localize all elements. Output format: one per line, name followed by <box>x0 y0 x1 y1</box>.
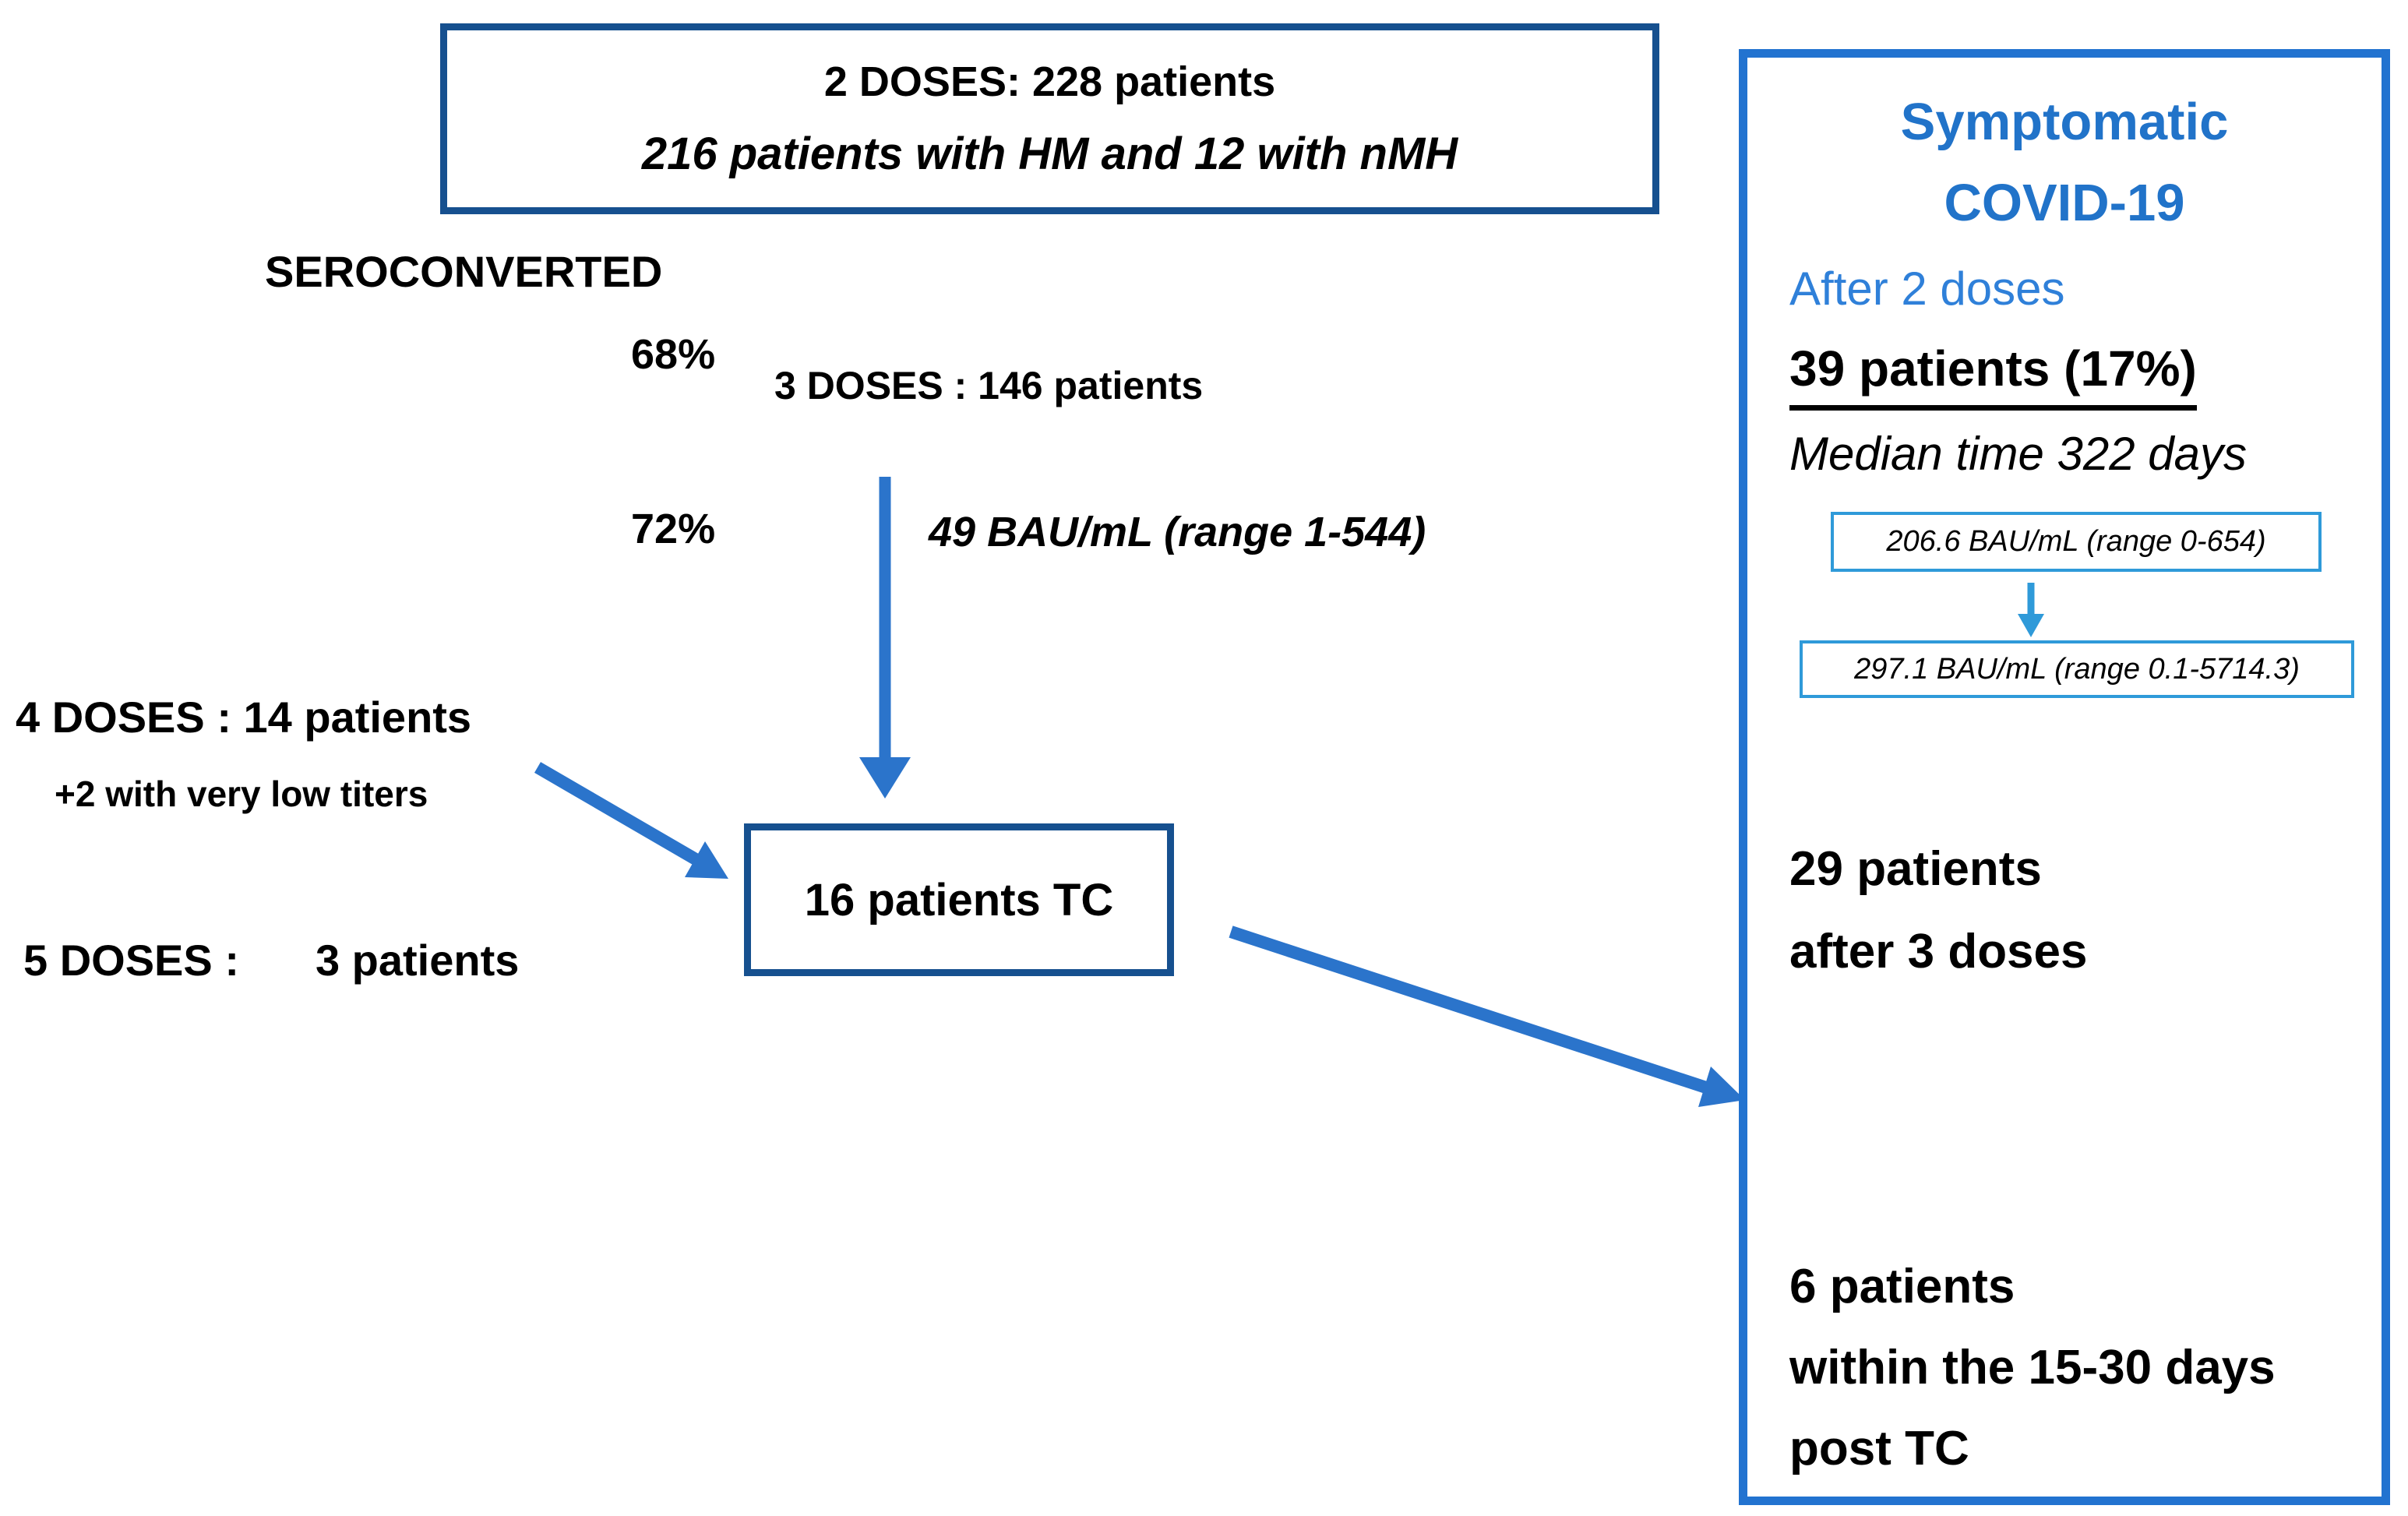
panel-after-3-doses: after 3 doses <box>1789 925 2088 978</box>
five-doses-prefix: 5 DOSES : <box>23 936 239 985</box>
arrow-tc-to-panel-head <box>1698 1066 1745 1107</box>
four-doses-label: 4 DOSES : 14 patients <box>16 693 472 742</box>
panel-patients-count: 39 patients (17%) <box>1789 340 2197 411</box>
arrow-4doses-to-tc-shaft <box>534 762 700 865</box>
arrow-4doses-to-tc-head <box>685 841 728 879</box>
symptomatic-covid-panel: Symptomatic COVID-19 After 2 doses 39 pa… <box>1739 49 2390 1505</box>
titer-box-1-text: 206.6 BAU/mL (range 0-654) <box>1886 525 2266 558</box>
titer-box-after-2-doses: 206.6 BAU/mL (range 0-654) <box>1831 512 2322 572</box>
two-doses-box: 2 DOSES: 228 patients 216 patients with … <box>440 23 1659 214</box>
arrow-3doses-to-tc-head <box>859 757 911 799</box>
panel-6-patients: 6 patients <box>1789 1260 2015 1313</box>
titer-box-after-3-doses: 297.1 BAU/mL (range 0.1-5714.3) <box>1800 640 2354 698</box>
arrow-tc-to-panel-shaft <box>1229 925 1708 1094</box>
titer-box-2-text: 297.1 BAU/mL (range 0.1-5714.3) <box>1854 652 2300 686</box>
five-doses-value: 3 patients <box>315 936 520 985</box>
panel-median-time: Median time 322 days <box>1789 428 2247 480</box>
panel-within-15-30-days: within the 15-30 days <box>1789 1341 2276 1394</box>
titer-after-3-doses: 49 BAU/mL (range 1-544) <box>929 509 1426 555</box>
five-doses-label: 5 DOSES : 3 patients <box>23 935 519 985</box>
three-doses-label: 3 DOSES : 146 patients <box>774 364 1204 407</box>
tc-patients-label: 16 patients TC <box>804 874 1114 925</box>
panel-post-tc: post TC <box>1789 1422 1969 1475</box>
seroconversion-pct-2doses: 68% <box>631 331 716 378</box>
seroconverted-label: SEROCONVERTED <box>265 247 663 296</box>
two-doses-count: 2 DOSES: 228 patients <box>823 58 1276 105</box>
four-doses-note: +2 with very low titers <box>55 774 428 814</box>
panel-title-line1: Symptomatic <box>1900 93 2229 151</box>
panel-title-line2: COVID-19 <box>1944 174 2185 232</box>
two-doses-detail: 216 patients with HM and 12 with nMH <box>641 129 1458 180</box>
seroconversion-pct-3doses: 72% <box>631 506 716 552</box>
tc-patients-box: 16 patients TC <box>744 823 1174 976</box>
panel-subtitle-after-2-doses: After 2 doses <box>1789 263 2065 315</box>
panel-29-patients: 29 patients <box>1789 842 2042 896</box>
